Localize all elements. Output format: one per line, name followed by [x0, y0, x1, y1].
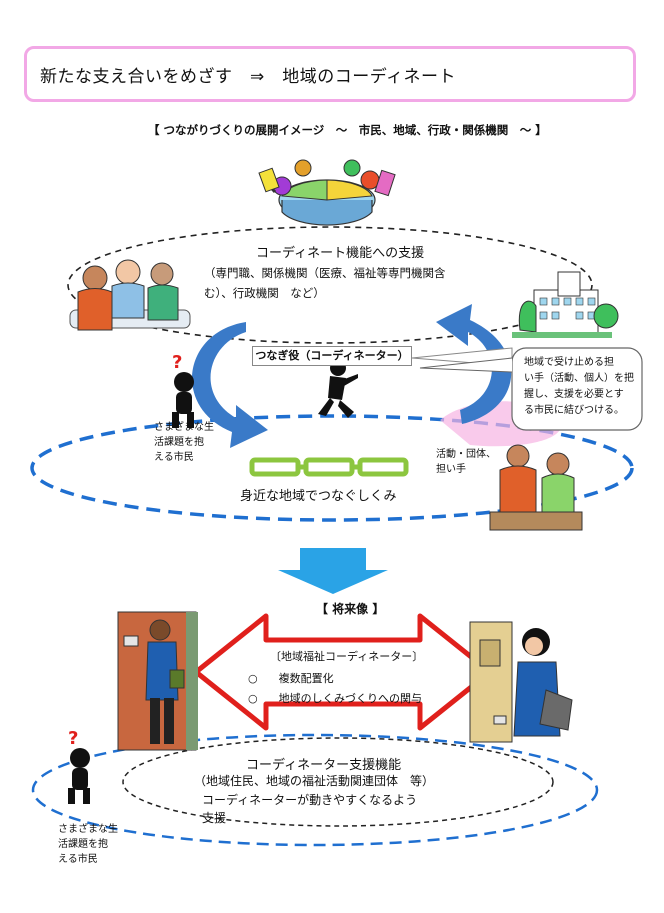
right-cycle-arrow: [436, 304, 512, 424]
callout-line: る市民に結びつける。: [524, 405, 624, 416]
coordinator-support-title: コーディネーター支援機能: [246, 758, 402, 773]
coordinator-support-line: コーディネーターが動きやすくなるよう: [202, 793, 418, 807]
citizens-line: さまざまな生: [154, 422, 214, 433]
local-area-ellipse: [30, 414, 634, 522]
coordinator-support-line: （地域住民、地域の福祉活動関連団体 等）: [194, 774, 435, 788]
activity-group-icon: [489, 444, 583, 531]
worried-citizen-icon: ?: [172, 352, 194, 428]
left-cycle-arrow: [192, 322, 268, 448]
citizens-line: える市民: [154, 452, 194, 463]
visiting-coordinator-icon: [117, 611, 198, 751]
future-heading: 【 将来像 】: [316, 602, 385, 616]
callout-text: 地域で受け止める担 い手（活動、個人）を把 握し、支援を必要とす る市民に結びつ…: [524, 355, 634, 419]
coordinator-support-ellipse: [122, 737, 554, 827]
citizens-area-ellipse: [31, 733, 599, 847]
citizens-line: 活課題を抱: [154, 437, 204, 448]
citizens-label: さまざまな生 活課題を抱 える市民: [154, 420, 224, 465]
bullet-item: ○ 複数配置化: [248, 670, 334, 686]
support-desc-line2: む）、行政機関 など）: [204, 286, 325, 300]
support-desc-line1: （専門職、関係機関（医療、福祉等専門機関含: [204, 266, 446, 280]
title-box: [24, 46, 636, 102]
down-arrow-icon: [278, 548, 388, 594]
citizens-line: さまざまな生: [58, 824, 118, 835]
resident-coordinator-icon: [469, 621, 573, 743]
professionals-icon: [69, 259, 191, 331]
running-coordinator-icon: [318, 360, 358, 418]
bullet-mark: ○: [248, 692, 258, 705]
bullet-item: ○ 地域のしくみづくりへの関与: [248, 690, 422, 706]
svg-text:?: ?: [68, 728, 78, 749]
page-title: 新たな支え合いをめざす ⇒ 地域のコーディネート: [40, 67, 457, 87]
groups-line: 担い手: [436, 464, 466, 475]
support-title: コーディネート機能への支援: [256, 246, 425, 261]
bullet-mark: ○: [248, 672, 258, 685]
worried-citizen-icon: ?: [68, 728, 90, 804]
local-link-label: 身近な地域でつなぐしくみ: [240, 489, 397, 504]
callout-line: 握し、支援を必要とす: [524, 389, 624, 400]
coordinator-support-line: 支援: [202, 811, 227, 825]
support-ellipse: [67, 226, 593, 344]
building-icon: [512, 271, 619, 338]
groups-line: 活動・団体、: [436, 449, 496, 460]
bullet-text: 複数配置化: [278, 672, 334, 685]
citizens-line: 活課題を抱: [58, 839, 108, 850]
callout-line: 地域で受け止める担: [524, 357, 614, 368]
callout-box: [511, 347, 643, 431]
groups-label: 活動・団体、 担い手: [436, 447, 506, 477]
page-subtitle: 【 つながりづくりの展開イメージ ～ 市民、地域、行政・関係機関 ～ 】: [148, 123, 547, 137]
chain-links-icon: [249, 457, 409, 477]
coordinator-heading: 〔地域福祉コーディネーター〕: [270, 650, 424, 663]
connector-label: つなぎ役（コーディネーター）: [252, 346, 412, 366]
double-arrow-icon: [193, 613, 493, 731]
meeting-table-icon: [258, 159, 396, 226]
bullet-text: 地域のしくみづくりへの関与: [278, 692, 423, 705]
citizens-line: える市民: [58, 854, 98, 865]
svg-text:?: ?: [172, 352, 182, 373]
callout-line: い手（活動、個人）を把: [524, 373, 634, 384]
citizens-label-bottom: さまざまな生 活課題を抱 える市民: [58, 822, 128, 867]
